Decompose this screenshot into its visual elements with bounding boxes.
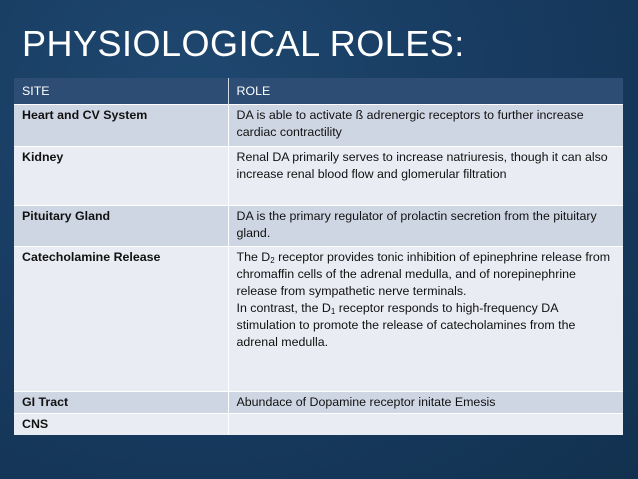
role-cell [227,413,623,435]
header-site: SITE [14,78,229,105]
table-row: Kidney Renal DA primarily serves to incr… [14,146,623,206]
site-cell: Heart and CV System [14,104,228,147]
role-text: The D [236,250,271,264]
role-text: receptor responds to high-frequency DA s… [236,301,576,349]
table-row: CNS [14,413,623,435]
role-paragraph: The D2 receptor provides tonic inhibitio… [237,249,616,300]
role-text: receptor provides tonic inhibition of ep… [236,250,611,298]
site-cell: GI Tract [14,391,228,414]
role-paragraph: In contrast, the D1 receptor responds to… [237,300,616,351]
subscript: 2 [270,256,275,265]
site-cell: Kidney [14,146,228,206]
table-row: Heart and CV System DA is able to activa… [14,104,623,147]
site-cell: Pituitary Gland [14,205,228,247]
slide-title: PHYSIOLOGICAL ROLES: [22,23,465,64]
role-text: In contrast, the D [236,301,331,315]
table-row: Pituitary Gland DA is the primary regula… [14,205,623,247]
header-role: ROLE [228,78,623,105]
table-row: GI Tract Abundace of Dopamine receptor i… [14,391,623,414]
site-cell: CNS [14,413,228,435]
role-cell: DA is the primary regulator of prolactin… [227,205,623,247]
role-cell: Renal DA primarily serves to increase na… [227,146,623,206]
subscript: 1 [330,307,336,316]
table-header-row: SITE ROLE [14,78,623,105]
roles-table: SITE ROLE Heart and CV System DA is able… [14,78,623,435]
table-row: Catecholamine Release The D2 receptor pr… [14,246,623,392]
role-cell: DA is able to activate ß adrenergic rece… [227,104,623,147]
role-cell: Abundace of Dopamine receptor initate Em… [227,391,623,414]
role-cell: The D2 receptor provides tonic inhibitio… [227,246,623,392]
site-cell: Catecholamine Release [14,246,228,392]
